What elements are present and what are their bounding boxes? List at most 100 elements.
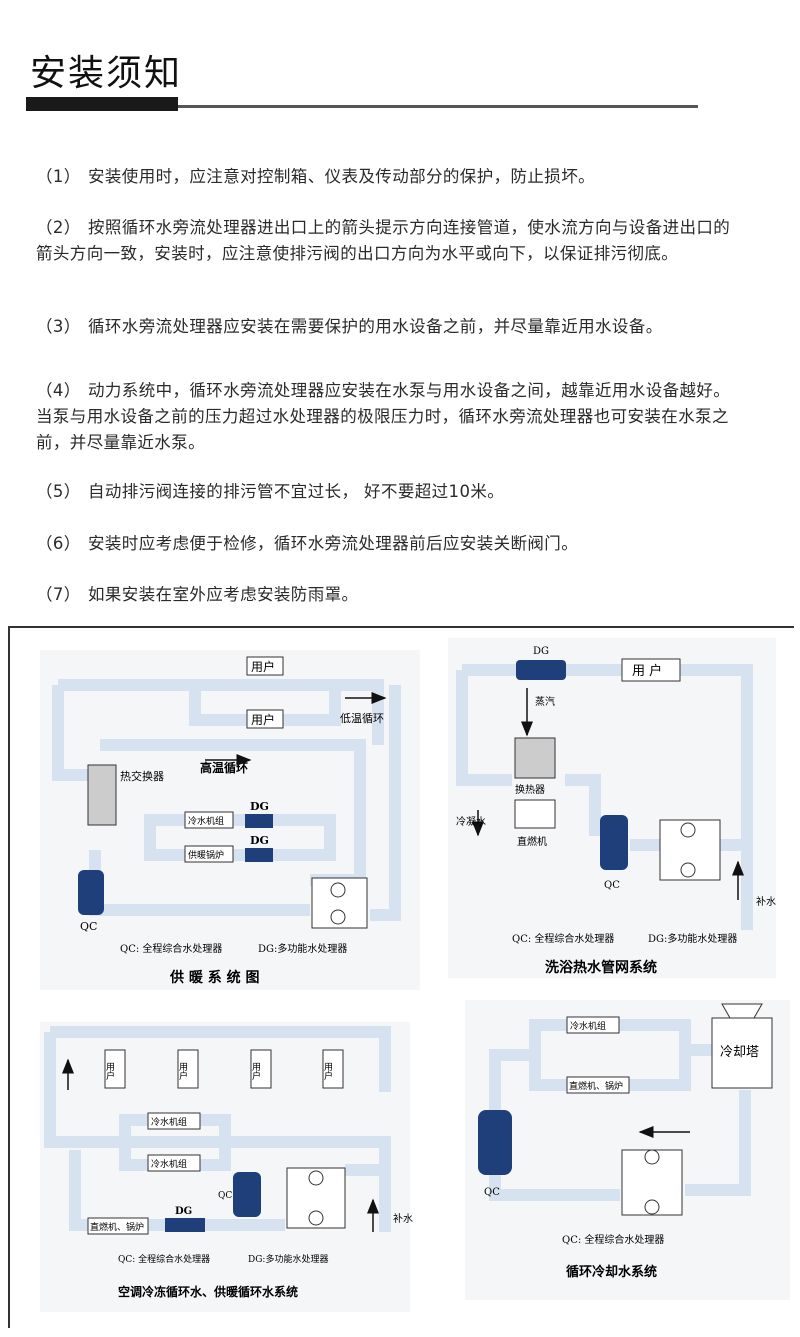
pipe [529, 1019, 691, 1091]
user-label-1: 用户 [251, 659, 275, 674]
qc-device [600, 815, 628, 870]
pipe [52, 685, 88, 781]
exchanger-label: 热交换器 [120, 769, 164, 783]
pump-icon [330, 882, 346, 898]
qc-label: QC [604, 880, 620, 891]
user-label: 用 户 [632, 663, 662, 679]
user-label: 用户 [250, 1062, 261, 1081]
dg-label: DG [250, 834, 269, 847]
qc-device [478, 1110, 512, 1175]
cold-water-label: 冷凝水 [456, 815, 486, 828]
high-temp-label: 高温循环 [200, 760, 248, 775]
qc-device [78, 870, 104, 915]
heat-exchanger [514, 737, 556, 779]
chiller-label: 冷水机组 [151, 1158, 187, 1170]
boiler-label: 供暖锅炉 [188, 849, 224, 861]
user-label: 用户 [104, 1062, 115, 1081]
title-underline-line [178, 105, 698, 108]
pump-icon [308, 1210, 324, 1226]
steam-label: 蒸汽 [535, 695, 555, 708]
chiller-box [147, 1154, 201, 1172]
title-underline-bar [26, 97, 178, 111]
user-box [104, 1049, 126, 1089]
pump-icon [680, 862, 696, 878]
dg-device [516, 660, 566, 680]
pump-icon [644, 1149, 660, 1165]
pipe [69, 1150, 285, 1231]
instruction-text: 安装使用时，应注意对控制箱、仪表及传动部分的保护，防止损坏。 [88, 167, 595, 186]
chiller-box [184, 811, 234, 829]
legend-dg: DG:多功能水处理器 [258, 942, 347, 955]
instruction-text: 安装时应考虑便于检修，循环水旁流处理器前后应安装关断阀门。 [88, 534, 579, 553]
pipe [50, 1026, 391, 1092]
pump-icon [308, 1170, 324, 1186]
instruction-7: （7）如果安装在室外应考虑安装防雨罩。 [36, 582, 746, 608]
ac-diagram: 用户 用户 用户 用户 冷水机组 冷水机组 QC 直燃机、锅炉 DG 补水 QC… [40, 1022, 413, 1312]
legend-qc: QC: 全程综合水处理器 [118, 1253, 210, 1265]
instruction-number: （3） [36, 317, 81, 336]
pipe [44, 1032, 391, 1232]
instruction-6: （6） 安装时应考虑便于检修，循环水旁流处理器前后应安装关断阀门。 [36, 531, 746, 557]
heat-exchanger [87, 764, 117, 826]
direct-boiler-box [87, 1217, 149, 1235]
pipe [685, 1090, 751, 1196]
pipe [58, 679, 384, 745]
direct-boiler-label: 直燃机、锅炉 [90, 1221, 144, 1233]
cooling-tower [711, 1017, 773, 1089]
instruction-text: 动力系统中，循环水旁流处理器应安装在水泵与用水设备之间，越靠近用水设备越好。当泵… [36, 381, 731, 452]
boiler-box [184, 845, 234, 863]
instruction-text: 循环水旁流处理器应安装在需要保护的用水设备之前，并尽量靠近用水设备。 [88, 317, 663, 336]
qc-label: QC [484, 1187, 500, 1198]
pump-icon [680, 822, 696, 838]
bath-diagram: DG 用 户 蒸汽 换热器 直燃机 冷凝水 QC 补水 QC: 全程综合水处理器… [448, 638, 776, 978]
pump-icon [330, 909, 346, 925]
dg-label: DG [250, 800, 269, 813]
qc-label: QC [218, 1191, 232, 1201]
tower-label: 冷却塔 [720, 1045, 759, 1060]
cooling-caption: 循环冷却水系统 [566, 1264, 657, 1280]
page-title: 安装须知 [30, 53, 183, 94]
direct-boiler-box [566, 1076, 630, 1094]
legend-dg: DG:多功能水处理器 [248, 1253, 328, 1265]
qc-device [233, 1172, 261, 1217]
legend-qc: QC: 全程综合水处理器 [562, 1233, 664, 1246]
heating-caption: 供 暖 系 统 图 [169, 969, 260, 986]
legend-qc: QC: 全程综合水处理器 [120, 942, 222, 955]
diagram-frame [8, 626, 794, 1328]
user-box [621, 658, 681, 682]
exchanger-label: 换热器 [515, 783, 545, 796]
instruction-number: （5） [36, 482, 81, 501]
dg-label: DG [533, 646, 549, 657]
dg-label: DG [175, 1206, 192, 1217]
instruction-number: （4） [36, 381, 81, 400]
instruction-3: （3） 循环水旁流处理器应安装在需要保护的用水设备之前，并尽量靠近用水设备。 [36, 314, 746, 340]
pipe [370, 685, 401, 921]
chiller-box [147, 1112, 201, 1130]
chiller-box [566, 1016, 620, 1034]
chiller-label: 冷水机组 [188, 815, 224, 827]
instruction-text: 按照循环水旁流处理器进出口上的箭头提示方向连接管道，使水流方向与设备进出口的箭头… [36, 218, 731, 263]
direct-fired-label: 直燃机 [517, 835, 547, 848]
legend-qc: QC: 全程综合水处理器 [512, 932, 614, 945]
instruction-2: （2）按照循环水旁流处理器进出口上的箭头提示方向连接管道，使水流方向与设备进出口… [36, 215, 746, 267]
user-box [177, 1049, 199, 1089]
instruction-1: （1）安装使用时，应注意对控制箱、仪表及传动部分的保护，防止损坏。 [36, 164, 746, 190]
instruction-text: 如果安装在室外应考虑安装防雨罩。 [88, 585, 359, 604]
user-box [250, 1049, 272, 1089]
user-box [322, 1049, 344, 1089]
chiller-label: 冷水机组 [151, 1116, 187, 1128]
instruction-5: （5）自动排污阀连接的排污管不宜过长， 好不要超过10米。 [36, 479, 746, 505]
instruction-number: （6） [36, 534, 81, 553]
direct-fired-unit [514, 799, 556, 829]
makeup-label: 补水 [756, 895, 776, 908]
makeup-label: 补水 [393, 1212, 413, 1225]
user-label-2: 用户 [251, 712, 275, 727]
bath-panel [448, 638, 776, 978]
ac-caption: 空调冷冻循环水、供暖循环水系统 [118, 1284, 298, 1299]
user-box-2 [246, 709, 284, 729]
chiller-label: 冷水机组 [570, 1020, 606, 1032]
cooling-diagram: 冷水机组 直燃机、锅炉 冷却塔 QC QC: 全程综合水处理器 循环冷却水系统 [465, 1000, 790, 1300]
low-temp-label: 低温循环 [340, 712, 384, 725]
instruction-4: （4）动力系统中，循环水旁流处理器应安装在水泵与用水设备之间，越靠近用水设备越好… [36, 378, 746, 456]
